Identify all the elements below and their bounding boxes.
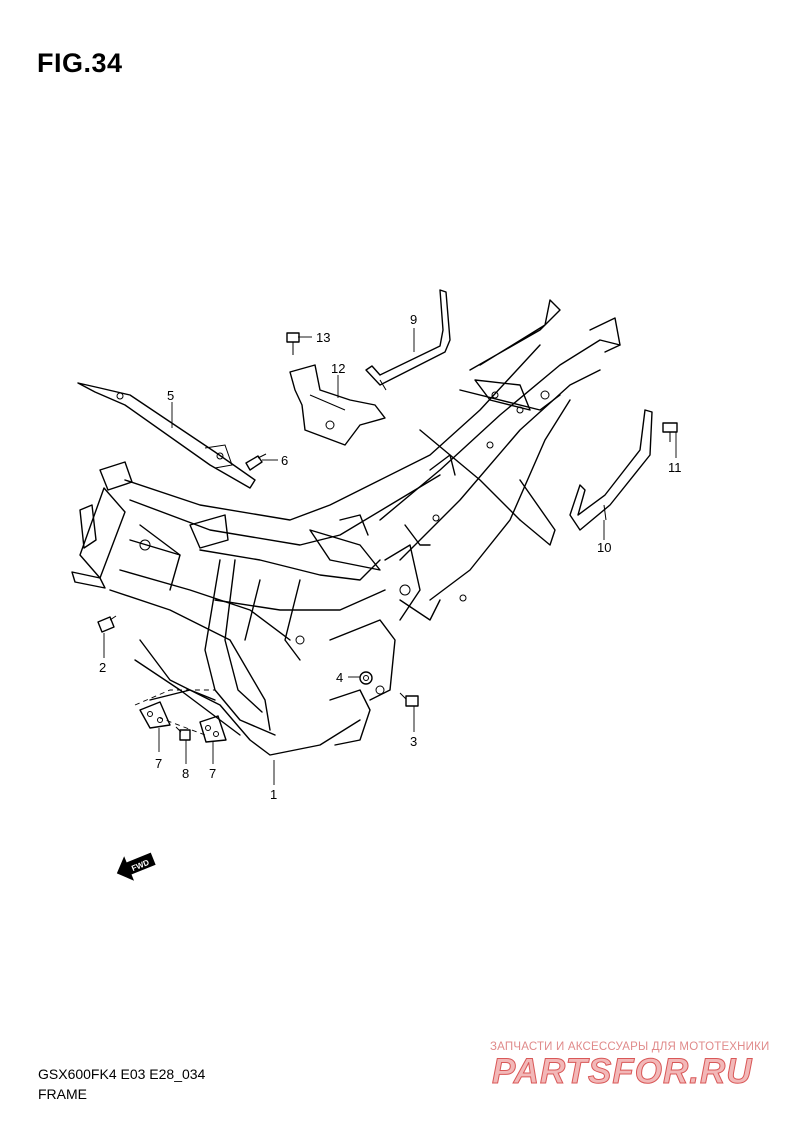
part-5-brace [77,382,256,489]
callout-3: 3 [410,734,417,749]
callout-leaders [103,328,677,785]
part-8-bolt [175,726,191,741]
part-2-bolt [97,615,117,633]
section-name: FRAME [38,1086,87,1102]
part-13-bolt [286,332,300,355]
watermark-tagline: ЗАПЧАСТИ И АКСЕССУАРЫ ДЛЯ МОТОТЕХНИКИ [490,1041,770,1053]
part-10-bracket [569,409,653,531]
part-11-bolt [662,422,678,442]
callout-2: 2 [99,660,106,675]
part-12-bracket [289,364,386,446]
figure-title: FIG.34 [37,48,123,78]
callout-labels: 1 2 3 4 5 6 7 7 8 9 10 11 12 13 [99,312,682,802]
callout-7-right: 7 [209,766,216,781]
part-9-bracket [365,289,451,391]
frame-part-1 [71,299,621,756]
part-4-collar [359,671,373,685]
callout-7-left: 7 [155,756,162,771]
callout-9: 9 [410,312,417,327]
callout-6: 6 [281,453,288,468]
callout-11: 11 [668,460,682,475]
fwd-arrow-icon: FWD [116,852,156,881]
part-3-bolt [399,692,419,707]
callout-10: 10 [597,540,611,555]
callout-12: 12 [331,361,345,376]
watermark-logo: PARTSFOR.RU [492,1052,753,1092]
part-6-bolt [245,453,267,471]
model-code: GSX600FK4 E03 E28_034 [38,1066,206,1082]
callout-1: 1 [270,787,277,802]
part-7-plate-right [199,715,227,743]
callout-13: 13 [316,330,330,345]
part-7-plate-left [139,701,171,729]
callout-8: 8 [182,766,189,781]
callout-4: 4 [336,670,343,685]
callout-5: 5 [167,388,174,403]
